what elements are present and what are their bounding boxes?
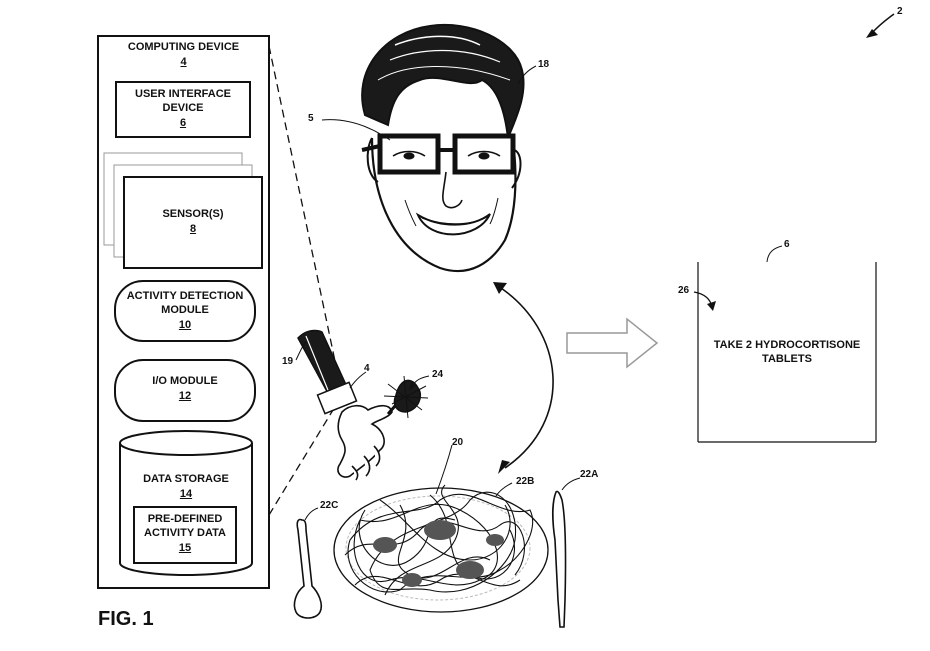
display-ref-leader (766, 245, 783, 263)
glasses-leader (321, 119, 391, 141)
display-message-1: TAKE 2 HYDROCORTISONE (713, 339, 861, 351)
predefined-ref: 15 (178, 542, 192, 554)
dashed-link-upper (268, 45, 341, 386)
spoon-ref: 22C (320, 500, 339, 511)
io-module-box (114, 359, 256, 422)
head-leader (517, 65, 537, 85)
predefined-label-1: PRE-DEFINED (147, 513, 223, 525)
head-plate-arrow (493, 282, 554, 474)
message-ref-arrow (693, 291, 716, 311)
output-arrow (566, 317, 659, 369)
sensors-label: SENSOR(S) (162, 208, 224, 220)
activity-module-label-2: MODULE (161, 304, 209, 316)
activity-module-ref: 10 (178, 319, 192, 331)
activity-module-label-1: ACTIVITY DETECTION (126, 290, 244, 302)
knife-ref: 22A (580, 469, 599, 480)
ui-device-ref: 6 (179, 117, 187, 129)
user-hand (337, 404, 393, 481)
ui-device-box (115, 81, 251, 138)
io-module-ref: 12 (178, 390, 192, 402)
ui-device-label-2: DEVICE (162, 102, 204, 114)
spoon-leader (304, 507, 319, 521)
figure-label: FIG. 1 (98, 608, 154, 630)
data-storage-label: DATA STORAGE (143, 473, 229, 485)
sensors-ref: 8 (189, 223, 197, 235)
display-panel (697, 262, 877, 443)
knife (552, 490, 567, 628)
user-head (361, 23, 525, 273)
glasses-ref: 5 (308, 113, 314, 124)
computing-device-ref: 4 (180, 56, 187, 68)
display-ref: 6 (784, 239, 790, 250)
display-message-2: TABLETS (762, 353, 812, 365)
wrist-device-ref: 4 (364, 363, 370, 374)
dashed-link-lower (268, 409, 334, 516)
sensor-box (123, 176, 263, 269)
message-ref: 26 (678, 285, 690, 296)
activity-module-box (114, 280, 256, 342)
arm-leader (295, 341, 307, 361)
predefined-activity-box (133, 506, 237, 564)
plate-leader (435, 444, 453, 495)
head-ref: 18 (538, 59, 550, 70)
data-storage-ref: 14 (179, 488, 193, 500)
plate-rim-ref: 22B (516, 476, 535, 487)
wrist-device (316, 381, 358, 415)
plate-of-food (333, 484, 549, 613)
spoon (293, 518, 323, 619)
ui-device-label-1: USER INTERFACE (135, 88, 231, 100)
predefined-label-2: ACTIVITY DATA (144, 527, 226, 539)
wrist-device-leader (349, 371, 367, 389)
arm-ref: 19 (282, 356, 294, 367)
io-module-label: I/O MODULE (152, 375, 218, 387)
fork-with-food (383, 375, 429, 419)
figure-ref-number: 2 (897, 6, 903, 17)
plate-ref: 20 (452, 437, 464, 448)
computing-device-title: COMPUTING DEVICE (127, 41, 240, 53)
fork-ref-arrow (409, 375, 430, 391)
knife-leader (561, 477, 581, 491)
plate-rim-leader (495, 482, 513, 497)
fork-ref: 24 (432, 369, 444, 380)
figure-ref-arrow (866, 13, 895, 38)
